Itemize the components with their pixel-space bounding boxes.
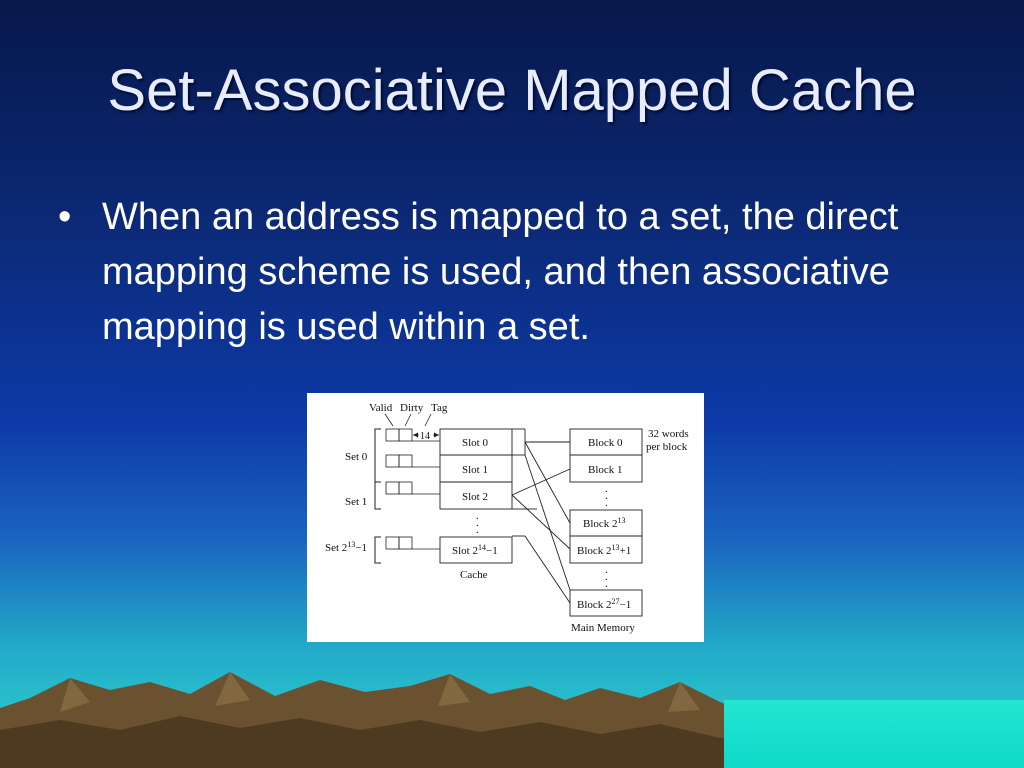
cache-label: Cache bbox=[460, 569, 488, 581]
block-0-label: Block 0 bbox=[588, 437, 623, 449]
block-note-line1: 32 words bbox=[648, 428, 689, 440]
valid-label: Valid bbox=[369, 402, 393, 414]
tag-label: Tag bbox=[431, 402, 448, 414]
cache-ellipsis: . bbox=[476, 524, 479, 536]
memory-block-0: Block 0 bbox=[569, 428, 643, 456]
slide-title: Set-Associative Mapped Cache bbox=[107, 58, 917, 123]
slot-1-label: Slot 1 bbox=[462, 464, 488, 476]
memory-block-2-27-minus-1: Block 227−1 bbox=[569, 589, 643, 617]
block-2-13-label: Block 213 bbox=[583, 516, 626, 530]
cache-row-last bbox=[385, 536, 513, 564]
block-note-line2: per block bbox=[646, 441, 688, 453]
cache-row-0 bbox=[385, 428, 513, 456]
slot-2-label: Slot 2 bbox=[462, 491, 488, 503]
memory-ellipsis: . bbox=[605, 564, 608, 576]
set-0-label: Set 0 bbox=[345, 451, 368, 463]
dirty-label: Dirty bbox=[400, 402, 424, 414]
memory-ellipsis: . bbox=[605, 497, 608, 509]
cache-row-1 bbox=[385, 454, 513, 483]
block-1-label: Block 1 bbox=[588, 464, 623, 476]
memory-ellipsis: . bbox=[605, 490, 608, 502]
sea-water bbox=[724, 700, 1024, 768]
block-2-27-minus-1-label: Block 227−1 bbox=[577, 597, 631, 611]
cache-diagram-svg: Valid Dirty Tag 14 Set 0 Set 1 Set 213−1 bbox=[325, 402, 689, 634]
block-2-13-plus-1-label: Block 213+1 bbox=[577, 543, 631, 557]
cache-ellipsis: . bbox=[476, 517, 479, 529]
set-last-label: Set 213−1 bbox=[325, 540, 367, 554]
memory-block-2-13-plus-1: Block 213+1 bbox=[569, 535, 643, 564]
main-memory-label: Main Memory bbox=[571, 622, 635, 634]
slot-last-label: Slot 214−1 bbox=[452, 543, 498, 557]
set-1-label: Set 1 bbox=[345, 496, 367, 508]
memory-block-2-13: Block 213 bbox=[569, 509, 643, 537]
mapping-lines bbox=[511, 428, 571, 604]
slot-0-label: Slot 0 bbox=[462, 437, 488, 449]
bullet-item: • When an address is mapped to a set, th… bbox=[58, 190, 958, 355]
memory-ellipsis: . bbox=[605, 571, 608, 583]
bullet-text: When an address is mapped to a set, the … bbox=[102, 196, 899, 348]
bullet-dot: • bbox=[58, 196, 72, 238]
cache-row-2 bbox=[385, 481, 513, 510]
memory-ellipsis: . bbox=[605, 578, 608, 590]
tag-width-label: 14 bbox=[420, 431, 430, 442]
cache-ellipsis: . bbox=[476, 510, 479, 522]
memory-ellipsis: . bbox=[605, 483, 608, 495]
memory-block-1: Block 1 bbox=[569, 454, 643, 483]
cache-diagram: Valid Dirty Tag 14 Set 0 Set 1 Set 213−1 bbox=[307, 393, 704, 642]
